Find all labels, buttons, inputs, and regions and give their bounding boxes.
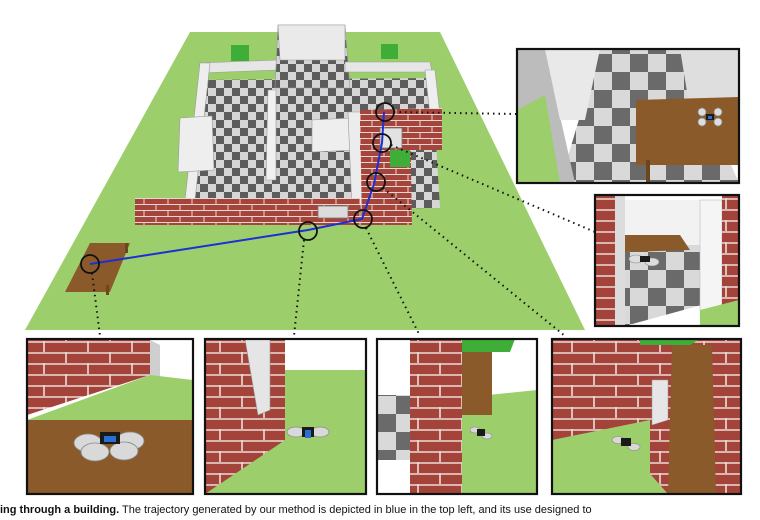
inset-bottom-4 bbox=[550, 337, 743, 496]
main-scene bbox=[25, 24, 585, 330]
waypoint-marker bbox=[366, 172, 386, 192]
yard-table-leg bbox=[125, 243, 128, 253]
doorway bbox=[379, 127, 403, 149]
interior-wall-center bbox=[265, 89, 277, 181]
trajectory-path bbox=[89, 111, 385, 265]
brick-facade-south bbox=[135, 198, 362, 225]
caption-text: The trajectory generated by our method i… bbox=[119, 504, 592, 516]
drone-icon bbox=[73, 431, 145, 462]
waypoint-marker bbox=[80, 254, 100, 274]
inset-top-right bbox=[515, 47, 741, 185]
inset-bottom-1 bbox=[25, 337, 195, 496]
figure-illustration bbox=[25, 24, 743, 496]
inset-bottom-2 bbox=[203, 337, 368, 496]
waypoint-marker bbox=[353, 209, 373, 229]
figure-caption: ing through a building. The trajectory g… bbox=[0, 500, 760, 520]
drone-icon bbox=[628, 254, 660, 267]
waypoint-marker bbox=[372, 133, 392, 153]
interior-wall-left bbox=[177, 115, 215, 173]
caption-bold: ing through a building. bbox=[0, 504, 120, 516]
tree-east bbox=[390, 150, 410, 167]
yard-table-leg bbox=[106, 285, 109, 295]
waypoint-marker bbox=[298, 221, 318, 241]
north-room-wall bbox=[277, 24, 346, 61]
tree-top-left bbox=[231, 45, 249, 61]
drone-icon bbox=[697, 107, 723, 127]
leader-lines bbox=[91, 111, 596, 337]
north-wall-right bbox=[344, 61, 433, 73]
drone-icon bbox=[286, 426, 330, 438]
wooden-pillar bbox=[668, 345, 716, 494]
drone-icon bbox=[611, 436, 641, 451]
inset-table bbox=[625, 235, 690, 252]
inset-table bbox=[27, 420, 193, 494]
drone-icon bbox=[469, 426, 493, 440]
window bbox=[317, 205, 349, 219]
inset-table bbox=[636, 97, 739, 165]
inset-right-middle bbox=[593, 193, 741, 328]
tree-top-right bbox=[381, 44, 398, 59]
inset-bottom-3 bbox=[375, 337, 539, 496]
